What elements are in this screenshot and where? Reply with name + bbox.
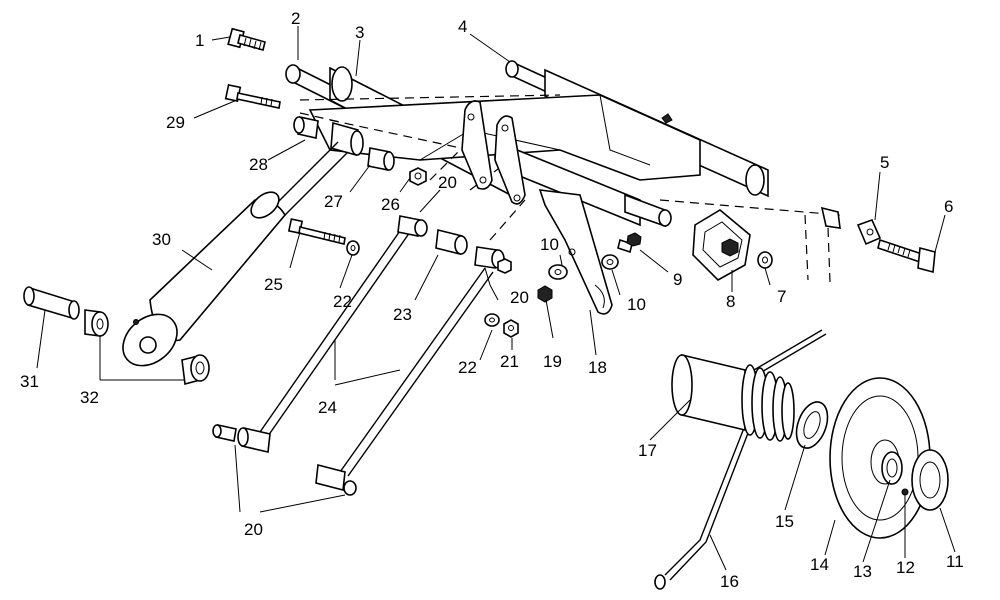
washer-10b xyxy=(601,254,619,270)
callout-16: 16 xyxy=(720,572,739,591)
callout-8: 8 xyxy=(726,292,735,311)
idler-wheel-14 xyxy=(829,377,931,539)
bushing-28 xyxy=(293,116,319,139)
bearing-13 xyxy=(881,451,903,485)
callout-29: 29 xyxy=(166,113,185,132)
callout-11: 11 xyxy=(946,552,964,571)
callout-31: 31 xyxy=(20,372,39,391)
bolt-29 xyxy=(224,83,281,109)
callout-7: 7 xyxy=(777,287,786,306)
nut-19 xyxy=(537,285,553,303)
bushing-32a xyxy=(84,309,109,337)
shock-absorber xyxy=(122,141,349,367)
callout-14: 14 xyxy=(810,555,829,574)
callout-17: 17 xyxy=(638,441,657,460)
bolt-6 xyxy=(877,238,936,274)
leader-lines xyxy=(36,26,956,571)
callout-4: 4 xyxy=(458,17,467,36)
callout-6: 6 xyxy=(944,197,953,216)
callout-23: 23 xyxy=(393,305,412,324)
callout-12: 12 xyxy=(896,558,915,577)
bushing-20-small xyxy=(212,424,237,442)
set-screw-12 xyxy=(901,488,909,496)
callout-26: 26 xyxy=(381,195,400,214)
nut-21 xyxy=(503,319,519,338)
callout-15: 15 xyxy=(775,512,794,531)
callout-10b: 10 xyxy=(627,295,646,314)
callout-5: 5 xyxy=(880,153,889,172)
link-arm-lower xyxy=(315,246,505,496)
callout-19: 19 xyxy=(543,352,562,371)
callout-13: 13 xyxy=(853,562,872,581)
callout-21: 21 xyxy=(500,352,519,371)
idler-arm-strap xyxy=(538,189,613,315)
torsion-spring-17 xyxy=(671,353,795,442)
washer-22-lower xyxy=(484,313,500,327)
spacer-upper xyxy=(330,121,364,157)
callout-9: 9 xyxy=(673,270,682,289)
spacer-11 xyxy=(911,449,949,511)
callout-24: 24 xyxy=(318,398,337,417)
callout-25: 25 xyxy=(264,275,283,294)
washer-10a xyxy=(548,264,568,280)
bolt-1 xyxy=(227,27,266,51)
bushing-23 xyxy=(435,229,468,255)
mounting-plate-left xyxy=(461,100,493,190)
callout-labels: 1 2 3 4 5 6 7 8 9 10 10 11 12 13 14 15 1… xyxy=(20,9,964,591)
bolt-9 xyxy=(617,232,642,254)
callout-20b: 20 xyxy=(510,288,529,307)
callout-20a: 20 xyxy=(438,173,457,192)
washer-7 xyxy=(757,251,773,269)
callout-2: 2 xyxy=(291,9,300,28)
callout-22a: 22 xyxy=(333,292,352,311)
callout-10a: 10 xyxy=(540,235,559,254)
callout-20c: 20 xyxy=(244,520,263,539)
adjuster-bracket-8 xyxy=(692,209,751,281)
callout-22b: 22 xyxy=(458,358,477,377)
nut-20 xyxy=(497,258,512,274)
callout-28: 28 xyxy=(249,155,268,174)
bolt-25 xyxy=(287,218,346,245)
callout-30: 30 xyxy=(152,230,171,249)
nut-26 xyxy=(409,167,427,186)
link-arm-upper xyxy=(237,215,428,453)
washer-15 xyxy=(795,401,829,449)
bushing-27 xyxy=(367,147,395,171)
bushing-32b xyxy=(181,354,210,386)
end-block-5 xyxy=(820,206,882,246)
callout-3: 3 xyxy=(355,23,364,42)
callout-1: 1 xyxy=(195,31,204,50)
mounting-plate-right xyxy=(494,115,526,205)
bushing-31 xyxy=(23,286,80,320)
callout-18: 18 xyxy=(588,358,607,377)
callout-32: 32 xyxy=(80,388,99,407)
callout-27: 27 xyxy=(324,192,343,211)
washer-22-upper xyxy=(346,240,360,256)
